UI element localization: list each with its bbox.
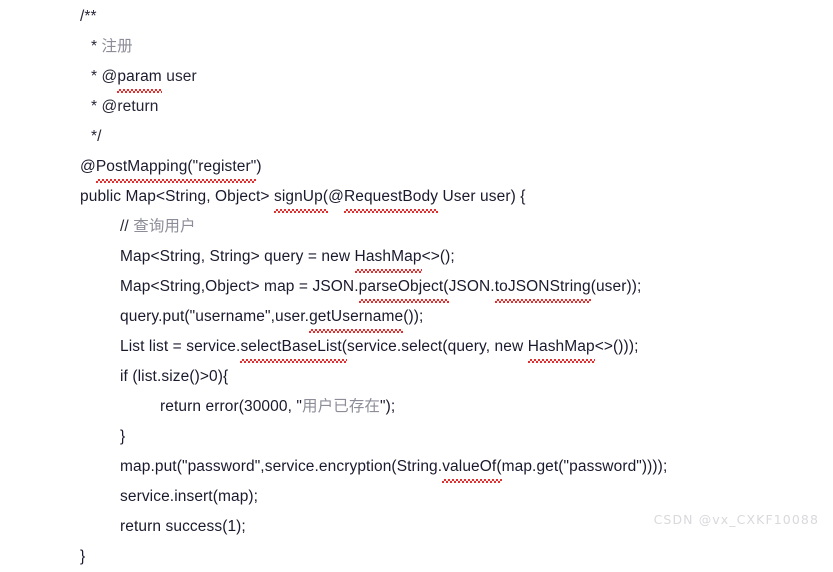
code-line: * @return: [80, 92, 820, 122]
code-line: if (list.size()>0){: [80, 362, 820, 392]
code-token: 查询用户: [133, 218, 196, 235]
code-line: // 查询用户: [80, 212, 820, 242]
code-token: <>();: [421, 248, 455, 265]
misspelled-token: signUp(: [273, 182, 329, 213]
misspelled-token: PostMapping("register": [95, 152, 257, 183]
misspelled-token: param: [117, 62, 163, 93]
code-token: * @: [91, 68, 118, 85]
code-token: * @return: [91, 98, 159, 115]
code-token: @: [80, 158, 96, 175]
code-line: return success(1);: [80, 512, 820, 542]
misspelled-token: toJSONString: [494, 272, 591, 303]
code-token: public Map<String, Object>: [80, 188, 274, 205]
code-snippet-canvas: /*** 注册* @param user* @return*/@PostMapp…: [80, 8, 819, 565]
code-line: */: [80, 122, 820, 152]
code-token: @: [328, 188, 344, 205]
code-token: 用户已存在: [302, 398, 381, 415]
code-line: List list = service.selectBaseList(servi…: [80, 332, 820, 363]
code-token: (user));: [590, 278, 642, 295]
misspelled-token: HashMap: [354, 242, 422, 273]
code-token: if (list.size()>0){: [120, 368, 229, 385]
code-token: *: [91, 38, 102, 55]
code-line: @PostMapping("register"): [80, 152, 820, 183]
code-token: ");: [380, 398, 396, 415]
code-line: public Map<String, Object> signUp(@Reque…: [80, 182, 820, 213]
code-line: map.put("password",service.encryption(St…: [80, 452, 820, 483]
code-line: Map<String, String> query = new HashMap<…: [80, 242, 820, 273]
code-token: service.select(query, new: [347, 338, 528, 355]
code-line: }: [80, 542, 820, 572]
code-token: query.put("username",user.: [120, 308, 310, 325]
code-token: ());: [403, 308, 424, 325]
code-line: return error(30000, "用户已存在");: [80, 392, 820, 422]
code-token: user: [161, 68, 197, 85]
code-token: return error(30000, ": [160, 398, 303, 415]
code-line: * 注册: [80, 32, 820, 62]
misspelled-token: valueOf(: [442, 452, 502, 483]
code-line: Map<String,Object> map = JSON.parseObjec…: [80, 272, 820, 303]
code-token: JSON.: [448, 278, 495, 295]
misspelled-token: HashMap: [527, 332, 595, 363]
code-token: ): [256, 158, 262, 175]
misspelled-token: parseObject(: [358, 272, 449, 303]
code-token: return success(1);: [120, 518, 246, 535]
code-token: map.get("password"))));: [501, 458, 668, 475]
code-listing: /*** 注册* @param user* @return*/@PostMapp…: [80, 2, 820, 572]
code-token: Map<String, String> query = new: [120, 248, 355, 265]
code-line: query.put("username",user.getUsername())…: [80, 302, 820, 333]
misspelled-token: getUsername: [309, 302, 404, 333]
code-token: 注册: [101, 38, 133, 55]
code-token: }: [80, 548, 86, 565]
code-token: /**: [80, 8, 97, 25]
code-token: //: [120, 218, 134, 235]
code-token: }: [120, 428, 126, 445]
code-line: /**: [80, 2, 820, 32]
misspelled-token: selectBaseList(: [240, 332, 347, 363]
code-token: service.insert(map);: [120, 488, 259, 505]
code-token: map.put("password",service.encryption(St…: [120, 458, 443, 475]
code-token: Map<String,Object> map = JSON.: [120, 278, 359, 295]
code-line: }: [80, 422, 820, 452]
code-token: User user) {: [438, 188, 526, 205]
csdn-watermark: CSDN @vx_CXKF10088: [653, 512, 819, 527]
code-line: * @param user: [80, 62, 820, 93]
code-token: <>()));: [594, 338, 639, 355]
misspelled-token: RequestBody: [343, 182, 439, 213]
code-line: service.insert(map);: [80, 482, 820, 512]
code-token: List list = service.: [120, 338, 241, 355]
code-token: */: [91, 128, 102, 145]
